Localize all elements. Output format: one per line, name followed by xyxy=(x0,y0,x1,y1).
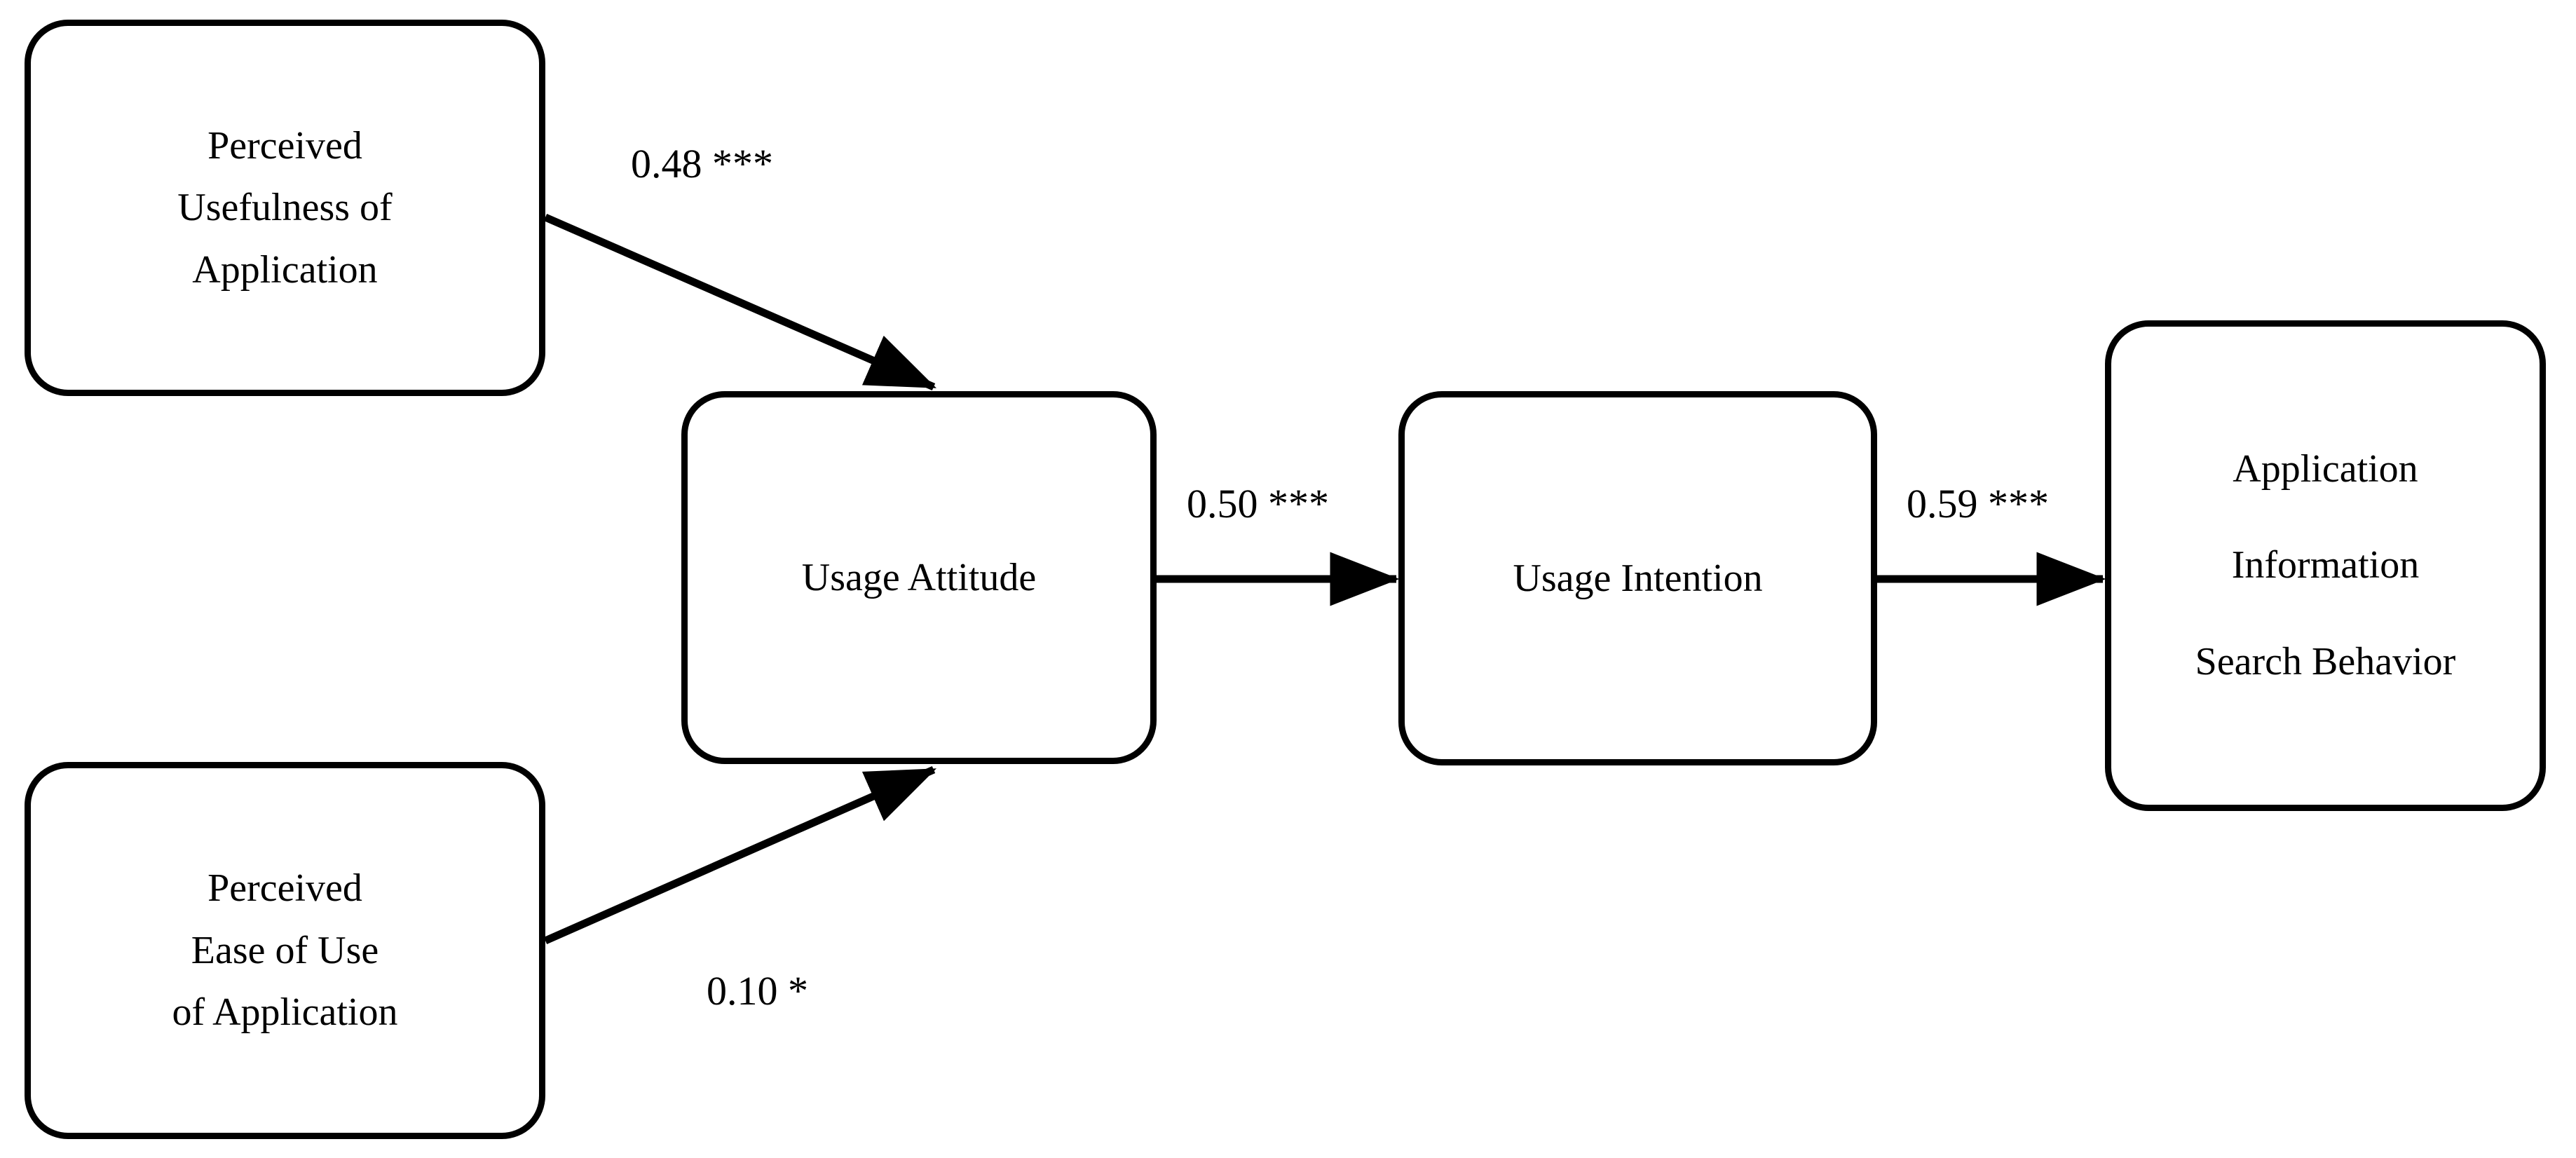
edge-label-peou-to-attitude: 0.10 * xyxy=(707,968,808,1014)
edge-label-pu-to-attitude: 0.48 *** xyxy=(631,141,773,186)
node-label-usage-intention: Usage Intention xyxy=(1513,556,1763,600)
edge-pu-to-attitude xyxy=(543,213,937,391)
node-label-perceived-usefulness: Perceived Usefulness of Application xyxy=(177,123,393,292)
node-perceived-ease-of-use[interactable]: Perceived Ease of Use of Application xyxy=(25,762,545,1139)
edge-peou-to-attitude xyxy=(543,765,937,945)
node-usage-attitude[interactable]: Usage Attitude xyxy=(681,391,1157,764)
node-usage-intention[interactable]: Usage Intention xyxy=(1398,391,1877,765)
node-label-application-information-search-behavior: Application Information Search Behavior xyxy=(2195,447,2456,683)
edge-label-intention-to-behavior: 0.59 *** xyxy=(1907,481,2049,526)
edge-label-attitude-to-intention: 0.50 *** xyxy=(1187,481,1329,526)
node-label-usage-attitude: Usage Attitude xyxy=(801,555,1037,599)
node-application-information-search-behavior[interactable]: Application Information Search Behavior xyxy=(2105,320,2546,811)
node-perceived-usefulness[interactable]: Perceived Usefulness of Application xyxy=(25,20,545,396)
node-label-perceived-ease-of-use: Perceived Ease of Use of Application xyxy=(172,866,398,1035)
